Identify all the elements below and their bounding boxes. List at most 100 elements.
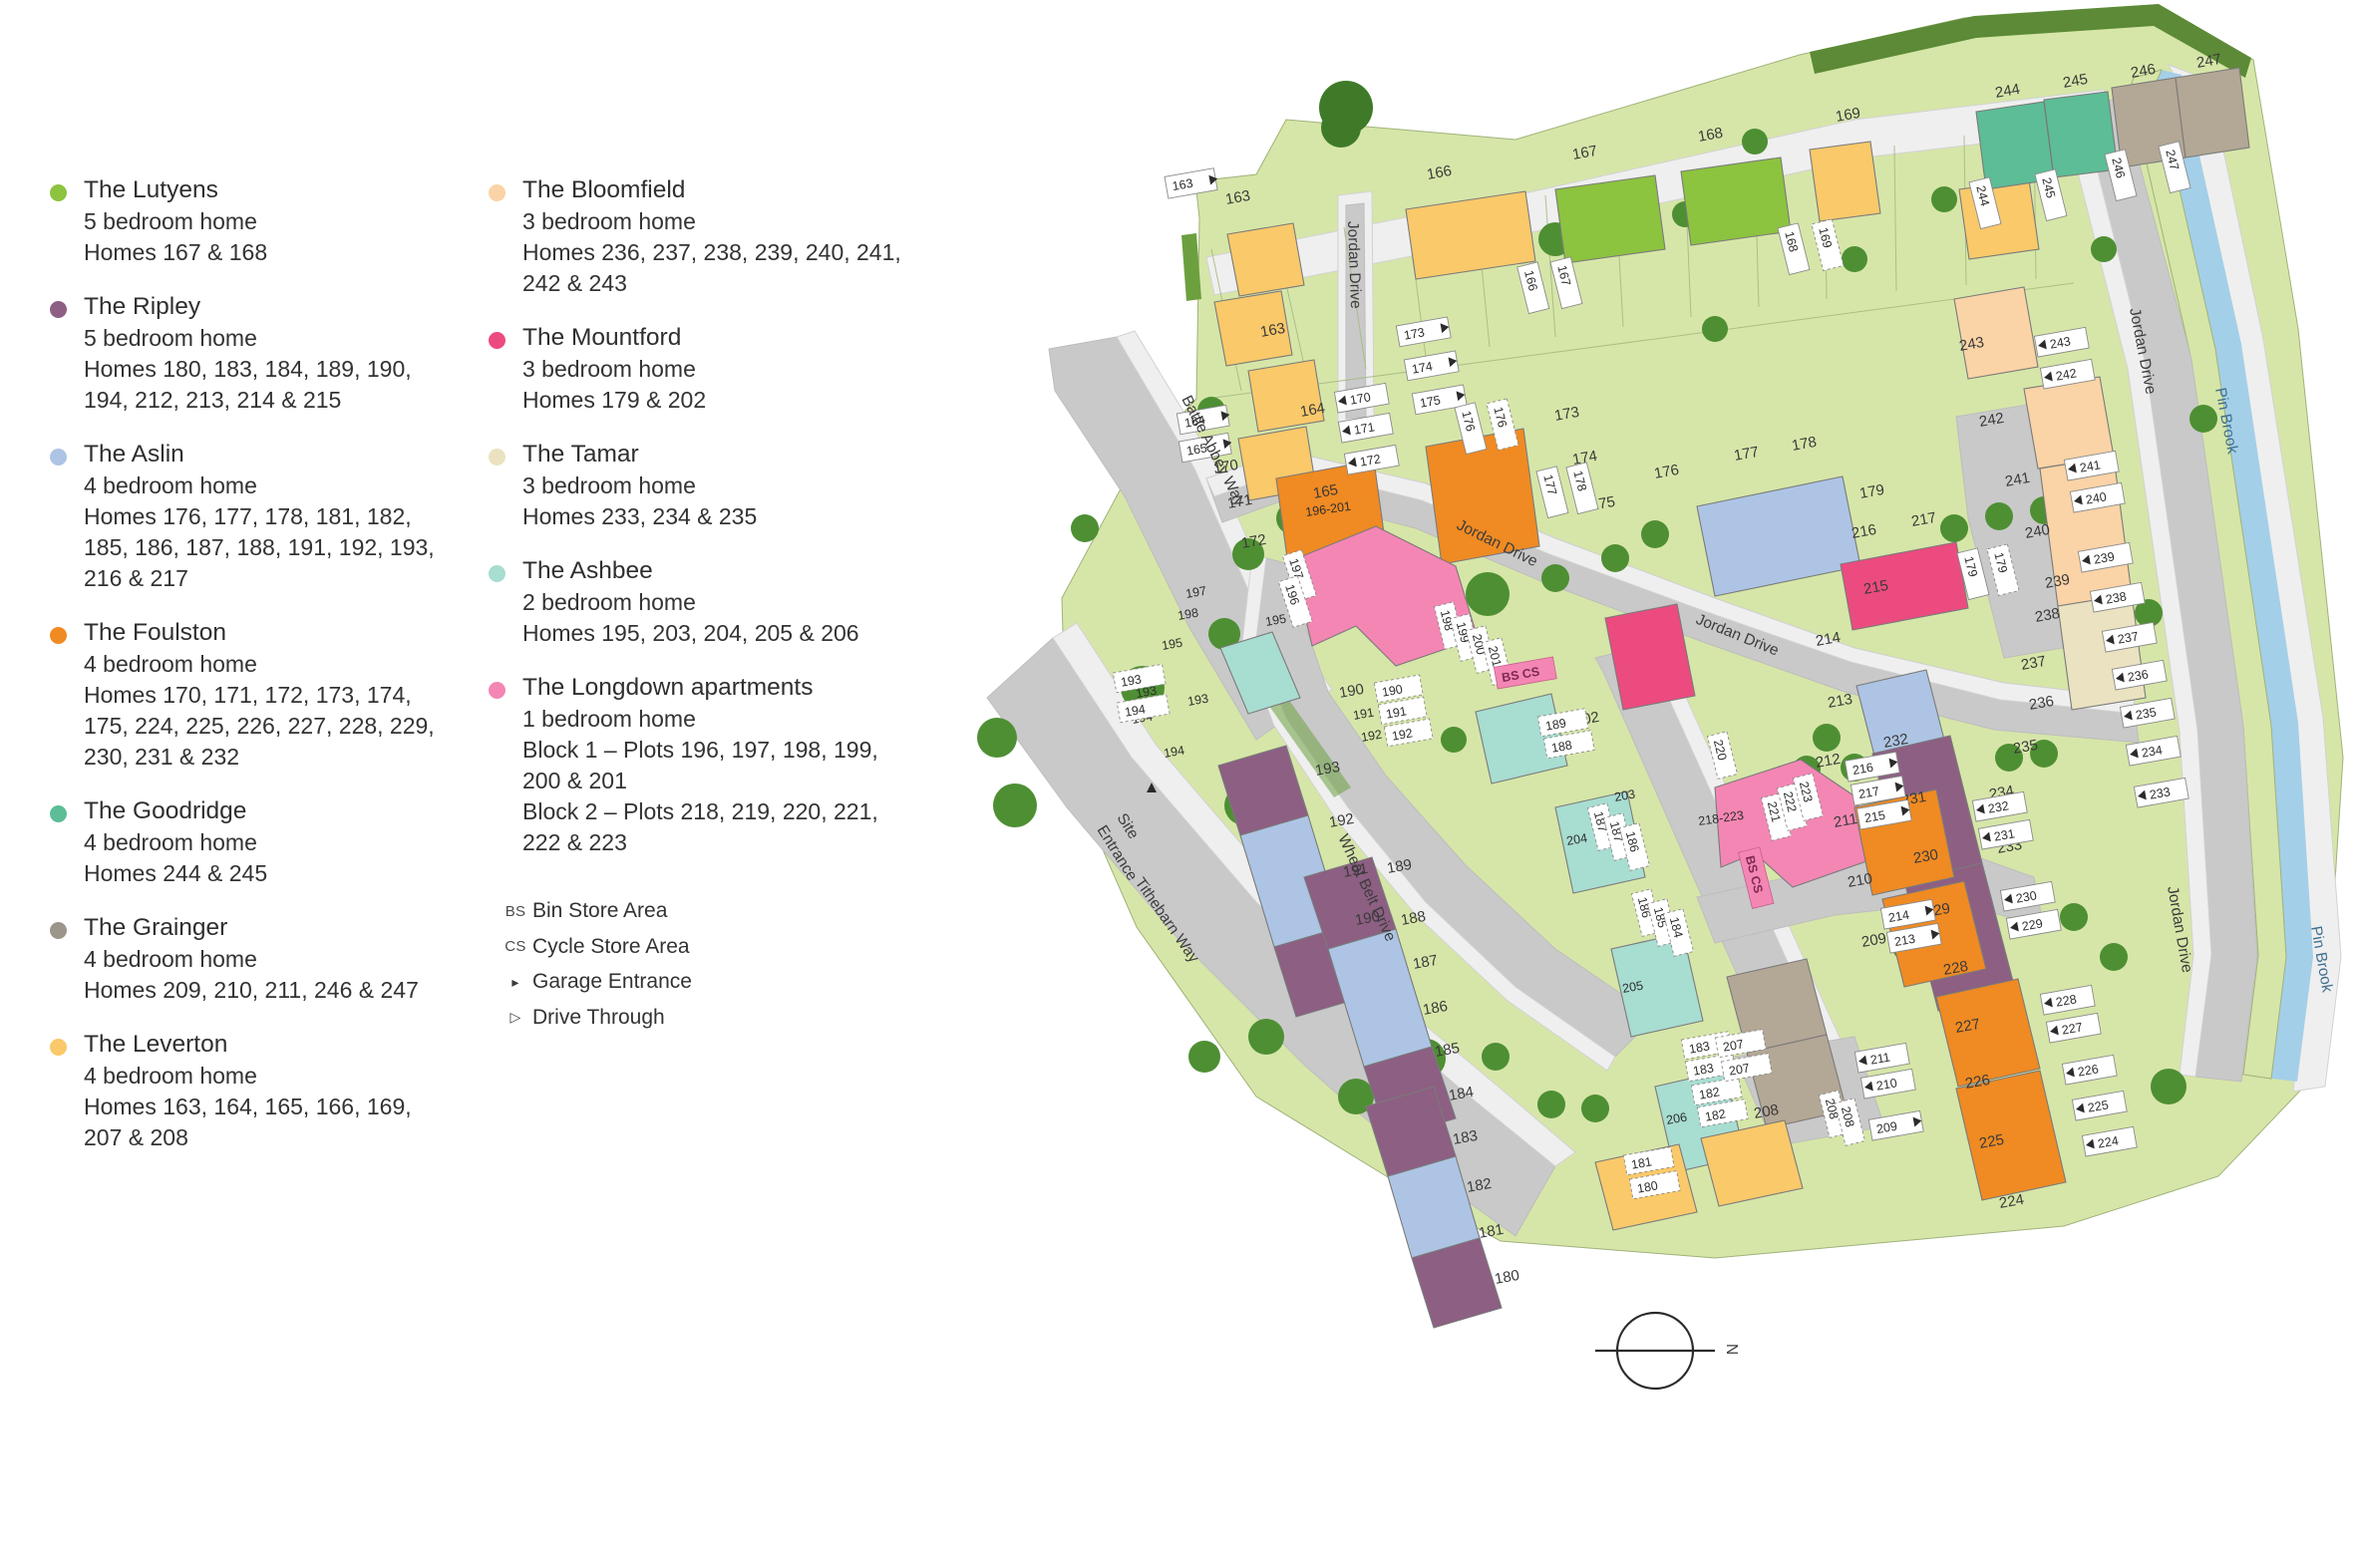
bin-store-abbrev-icon: BS — [504, 902, 526, 920]
svg-text:205: 205 — [1621, 979, 1644, 996]
legend-color-swatch-mountford — [489, 332, 505, 349]
legend-item-ashbee[interactable]: The Ashbee 2 bedroom home Homes 195, 203… — [489, 555, 927, 649]
legend-item-mountford[interactable]: The Mountford 3 bedroom home Homes 179 &… — [489, 322, 927, 416]
legend-color-swatch-ashbee — [489, 565, 505, 582]
svg-text:187: 187 — [1412, 952, 1440, 973]
building-plot-245[interactable] — [2043, 91, 2119, 178]
legend-item-longdown[interactable]: The Longdown apartments 1 bedroom home B… — [489, 672, 927, 858]
legend-color-swatch-aslin — [50, 449, 67, 466]
filled-triangle-icon: ▸ — [511, 973, 519, 990]
svg-text:225: 225 — [2087, 1098, 2110, 1114]
bin-cycle-store-marker-block2: BS CS — [1738, 846, 1775, 910]
svg-text:191: 191 — [1342, 860, 1370, 881]
building-plot-224-226[interactable] — [1955, 1070, 2067, 1201]
legend-item-ripley[interactable]: The Ripley 5 bedroom home Homes 180, 183… — [50, 291, 489, 416]
building-plot-164[interactable] — [1247, 359, 1325, 433]
svg-text:220: 220 — [1711, 739, 1730, 763]
svg-text:210: 210 — [1875, 1076, 1898, 1093]
svg-text:179: 179 — [1858, 481, 1886, 502]
svg-text:236: 236 — [2127, 667, 2150, 684]
legend-item-foulston[interactable]: The Foulston 4 bedroom home Homes 170, 1… — [50, 617, 489, 773]
svg-text:187: 187 — [1591, 810, 1610, 834]
legend-item-lutyens[interactable]: The Lutyens 5 bedroom home Homes 167 & 1… — [50, 174, 489, 268]
svg-text:243: 243 — [2049, 334, 2072, 351]
legend-homes-foulston: Homes 170, 171, 172, 173, 174, 175, 224,… — [84, 682, 435, 770]
symbol-row-cycle-store: CS Cycle Store Area — [499, 933, 897, 961]
building-plot-167[interactable] — [1554, 174, 1666, 264]
svg-text:203: 203 — [1613, 787, 1636, 804]
svg-text:197: 197 — [1184, 584, 1207, 601]
svg-text:176: 176 — [1459, 410, 1478, 434]
svg-text:243: 243 — [1958, 334, 1986, 355]
svg-text:186: 186 — [1635, 896, 1654, 920]
svg-text:183: 183 — [1688, 1039, 1711, 1056]
building-plot-233-235[interactable] — [2057, 593, 2147, 711]
svg-text:184: 184 — [1667, 916, 1686, 940]
svg-text:177: 177 — [1733, 444, 1761, 465]
svg-text:172: 172 — [1240, 531, 1268, 552]
building-plot-247[interactable] — [2175, 67, 2250, 158]
svg-text:183: 183 — [1692, 1061, 1715, 1078]
legend-color-swatch-bloomfield — [489, 184, 505, 201]
legend-item-leverton[interactable]: The Leverton 4 bedroom home Homes 163, 1… — [50, 1029, 489, 1153]
building-block-1-longdown[interactable] — [1291, 525, 1479, 698]
legend-bedrooms-foulston: 4 bedroom home — [84, 651, 257, 677]
legend-title-ripley: The Ripley — [84, 293, 201, 320]
building-plot-195[interactable] — [1219, 631, 1301, 715]
legend-color-swatch-longdown — [489, 682, 505, 699]
svg-text:178: 178 — [1791, 434, 1819, 455]
legend-homes-mountford: Homes 179 & 202 — [522, 387, 707, 413]
svg-text:235: 235 — [2135, 705, 2158, 722]
legend-item-bloomfield[interactable]: The Bloomfield 3 bedroom home Homes 236,… — [489, 174, 927, 299]
svg-text:197: 197 — [1286, 557, 1306, 581]
svg-text:194: 194 — [1163, 744, 1185, 761]
svg-text:168: 168 — [1782, 230, 1801, 254]
svg-text:215: 215 — [1863, 808, 1886, 825]
legend-item-aslin[interactable]: The Aslin 4 bedroom home Homes 176, 177,… — [50, 439, 489, 594]
building-plot-179[interactable] — [1840, 541, 1969, 631]
block-1-label: 196-201 — [1304, 499, 1351, 519]
building-plot-173-175[interactable] — [1425, 428, 1540, 565]
svg-text:237: 237 — [2020, 653, 2048, 674]
map-buildings[interactable] — [1213, 67, 2250, 1329]
legend-title-ashbee: The Ashbee — [522, 557, 653, 584]
legend-item-goodridge[interactable]: The Goodridge 4 bedroom home Homes 244 &… — [50, 795, 489, 889]
building-plot-166[interactable] — [1405, 190, 1536, 280]
building-plot-208[interactable] — [1700, 1119, 1804, 1207]
svg-text:168: 168 — [1697, 125, 1725, 146]
legend-item-tamar[interactable]: The Tamar 3 bedroom home Homes 233, 234 … — [489, 439, 927, 532]
building-plot-227-228[interactable] — [1935, 978, 2041, 1088]
svg-text:173: 173 — [1553, 404, 1581, 425]
site-plan-svg[interactable]: .g { fill:#d6e6a8; stroke:#9fb27a; strok… — [957, 0, 2353, 1568]
svg-text:167: 167 — [1571, 143, 1599, 163]
svg-text:172: 172 — [1359, 452, 1382, 469]
svg-text:235: 235 — [2012, 737, 2040, 758]
building-plot-202[interactable] — [1604, 603, 1696, 711]
svg-text:237: 237 — [2117, 629, 2140, 646]
building-terrace-180-182[interactable] — [1365, 1086, 1503, 1329]
legend-bedrooms-aslin: 4 bedroom home — [84, 472, 257, 498]
svg-text:208: 208 — [1753, 1101, 1781, 1122]
legend-homes-goodridge: Homes 244 & 245 — [84, 860, 268, 886]
svg-text:199: 199 — [1454, 621, 1473, 645]
svg-text:216: 216 — [1851, 761, 1874, 778]
building-plot-168[interactable] — [1680, 157, 1792, 246]
svg-text:208: 208 — [1839, 1105, 1857, 1129]
building-plot-169[interactable] — [1809, 141, 1881, 222]
symbol-row-bin-store: BS Bin Store Area — [499, 897, 897, 925]
svg-text:189: 189 — [1544, 716, 1567, 733]
svg-text:174: 174 — [1571, 448, 1599, 469]
svg-text:163: 163 — [1259, 320, 1287, 341]
building-plot-242-243[interactable] — [1953, 286, 2039, 380]
legend-item-grainger[interactable]: The Grainger 4 bedroom home Homes 209, 2… — [50, 912, 489, 1006]
svg-text:192: 192 — [1328, 810, 1356, 831]
svg-text:224: 224 — [1998, 1191, 2026, 1212]
svg-text:167: 167 — [1554, 264, 1573, 288]
building-plot-163[interactable] — [1213, 222, 1305, 367]
legend-homes-lutyens: Homes 167 & 168 — [84, 239, 268, 265]
site-plan-map[interactable]: .g { fill:#d6e6a8; stroke:#9fb27a; strok… — [957, 0, 2353, 1568]
svg-text:164: 164 — [1299, 400, 1327, 421]
svg-text:247: 247 — [2163, 149, 2182, 172]
svg-text:185: 185 — [1651, 906, 1670, 930]
svg-text:169: 169 — [1816, 226, 1835, 250]
